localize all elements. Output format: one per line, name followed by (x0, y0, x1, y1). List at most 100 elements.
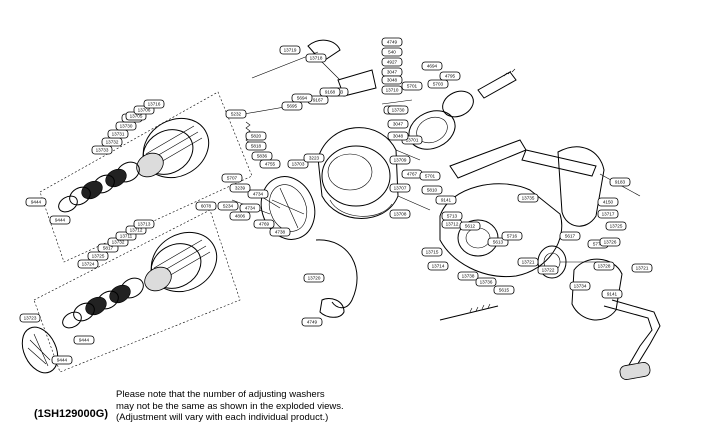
part-number-tag: 13710 (381, 85, 403, 95)
part-number-tag: 13718 (305, 53, 327, 63)
part-number-tag: 5818 (245, 141, 267, 151)
part-number-tag: 5716 (501, 231, 523, 241)
part-number: 13734 (574, 284, 587, 289)
upper-drag-washers (58, 161, 140, 213)
part-number: 5818 (251, 144, 262, 149)
part-number: 13718 (310, 56, 323, 61)
part-number-tag: 13717 (597, 209, 619, 219)
part-number-tag: 13730 (115, 121, 137, 131)
part-number-tag: 13730 (387, 105, 409, 115)
part-number: 13709 (394, 158, 407, 163)
part-number: 13714 (432, 264, 445, 269)
part-number-tag: 13734 (569, 281, 591, 291)
part-number: 13711 (120, 234, 133, 239)
part-number: 9444 (57, 358, 68, 363)
part-number: 3239 (235, 186, 246, 191)
part-number-tag: 13721 (517, 257, 539, 267)
bail-arm (319, 298, 345, 318)
part-number: 9444 (79, 338, 90, 343)
part-number: 13721 (636, 266, 649, 271)
part-number: 5716 (507, 234, 518, 239)
part-number: 13730 (120, 124, 133, 129)
part-number-tag: 13721 (631, 263, 653, 273)
part-number: 13703 (292, 162, 305, 167)
part-number: 5701 (407, 84, 418, 89)
part-number: 13705 (130, 114, 143, 119)
part-number-tag: 13708 (389, 209, 411, 219)
part-number: 3048 (387, 78, 398, 83)
part-number: 13710 (386, 88, 399, 93)
part-number-tag: 4749 (381, 37, 403, 47)
part-number: 5615 (499, 288, 510, 293)
part-number: 9141 (441, 198, 452, 203)
part-number: 13717 (602, 212, 615, 217)
part-number: 4927 (387, 60, 398, 65)
part-number: 13707 (394, 186, 407, 191)
note-line: (Adjustment will vary with each individu… (116, 412, 329, 423)
part-number: 3047 (393, 122, 404, 127)
drag-knob (21, 326, 59, 374)
part-number-tag: 13723 (19, 313, 41, 323)
part-number: 13701 (406, 138, 419, 143)
part-number: 13712 (446, 222, 459, 227)
part-number: 4150 (603, 200, 614, 205)
part-number-tag: 13724 (77, 259, 99, 269)
part-number: 13735 (522, 196, 535, 201)
model-code: (1SH129000G) (34, 408, 108, 420)
part-number: 13706 (138, 108, 151, 113)
part-number-tag: 4806 (229, 211, 251, 221)
bail-wire (315, 239, 358, 309)
part-number: 5612 (465, 224, 476, 229)
part-number-tag: 13732 (101, 137, 123, 147)
part-number-tag: 13713 (133, 219, 155, 229)
part-number-tag: 9444 (73, 335, 95, 345)
part-number-tag: 5701 (401, 81, 423, 91)
part-number-tag: 4694 (421, 61, 443, 71)
part-number-tag: 13714 (427, 261, 449, 271)
part-number: 13708 (394, 212, 407, 217)
part-number-tag: 4767 (401, 169, 423, 179)
part-number: 13721 (522, 260, 535, 265)
part-number-tag: 3047 (387, 119, 409, 129)
part-number-tag: 5612 (459, 221, 481, 231)
part-number-tag: 13707 (389, 183, 411, 193)
part-number: 5694 (297, 96, 308, 101)
part-number: 3047 (387, 70, 398, 75)
part-number: 5713 (447, 214, 458, 219)
part-number-tag: 3047 (381, 67, 403, 77)
part-number-tag: 13736 (475, 277, 497, 287)
part-number: 5617 (565, 234, 576, 239)
part-number: 4769 (259, 222, 270, 227)
part-number-tag: 13720 (303, 273, 325, 283)
lower-spool (144, 231, 218, 293)
part-number: 540 (388, 50, 396, 55)
part-number: 13724 (82, 262, 95, 267)
part-number: 9444 (55, 218, 66, 223)
part-number-tag: 5703 (427, 79, 449, 89)
part-number: 13719 (284, 48, 297, 53)
part-number: 13722 (542, 268, 555, 273)
part-number-tag: 5810 (421, 185, 443, 195)
part-number: 13731 (112, 132, 125, 137)
part-number-tag: 4769 (253, 219, 275, 229)
part-number: 13730 (392, 108, 405, 113)
main-shaft (439, 305, 499, 321)
part-number: 5234 (223, 204, 234, 209)
part-number: 9168 (325, 90, 336, 95)
upper-spool (136, 117, 210, 179)
part-number: 13733 (96, 148, 109, 153)
part-number-tag: 13712 (441, 219, 463, 229)
part-number-tag: 5836 (251, 151, 273, 161)
part-number-tag: 4927 (381, 57, 403, 67)
part-number-tag: 13738 (457, 271, 479, 281)
adjusting-washers-note: Please note that the number of adjusting… (116, 389, 344, 424)
part-number: 4734 (253, 192, 264, 197)
part-number-tag: 9168 (319, 87, 341, 97)
part-number-tag: 13703 (287, 159, 309, 169)
part-number-tag: 4734 (239, 203, 261, 213)
part-number-tag: 3048 (381, 75, 403, 85)
part-number-tag: 9183 (609, 177, 631, 187)
lower-drag-washers (62, 277, 144, 329)
part-number-tag: 13731 (107, 129, 129, 139)
part-number: 13738 (462, 274, 475, 279)
